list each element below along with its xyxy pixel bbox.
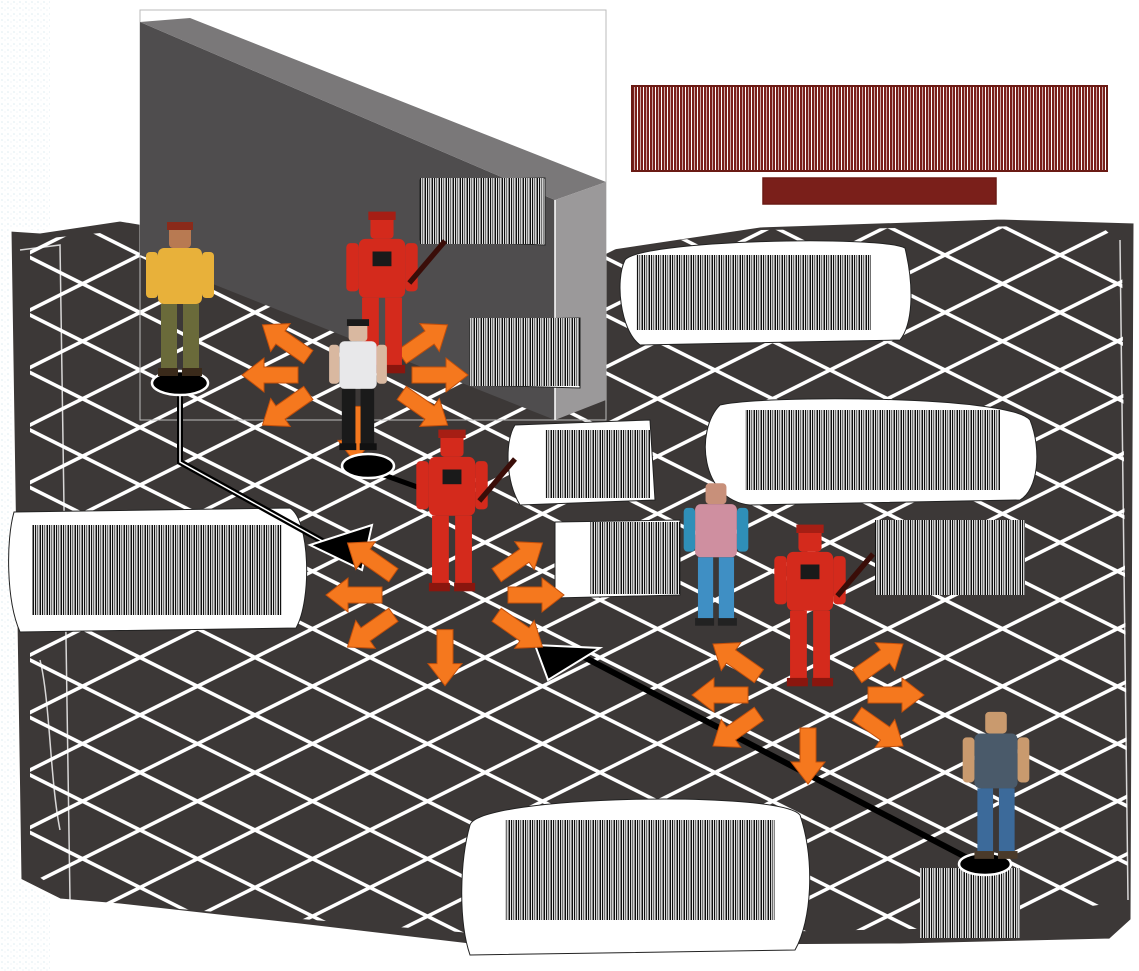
title-banner-group bbox=[632, 86, 1107, 204]
subtitle-banner bbox=[763, 178, 996, 204]
callout-wall-2-text-block bbox=[470, 318, 580, 386]
callout-top-right-text-block bbox=[636, 255, 871, 330]
callout-middle-right-text-block bbox=[745, 410, 1000, 490]
callout-wall-1-text-block bbox=[420, 178, 544, 244]
callout-right-small-text-block bbox=[590, 522, 680, 594]
callout-left-text-block bbox=[32, 525, 282, 615]
callout-center-text-block bbox=[545, 430, 650, 498]
callout-corner-text-block bbox=[920, 868, 1020, 938]
title-banner bbox=[632, 86, 1107, 171]
callout-bottom-text-block bbox=[505, 820, 775, 920]
callout-right-text-block-2 bbox=[875, 520, 1025, 595]
character-base-icon bbox=[342, 454, 394, 478]
